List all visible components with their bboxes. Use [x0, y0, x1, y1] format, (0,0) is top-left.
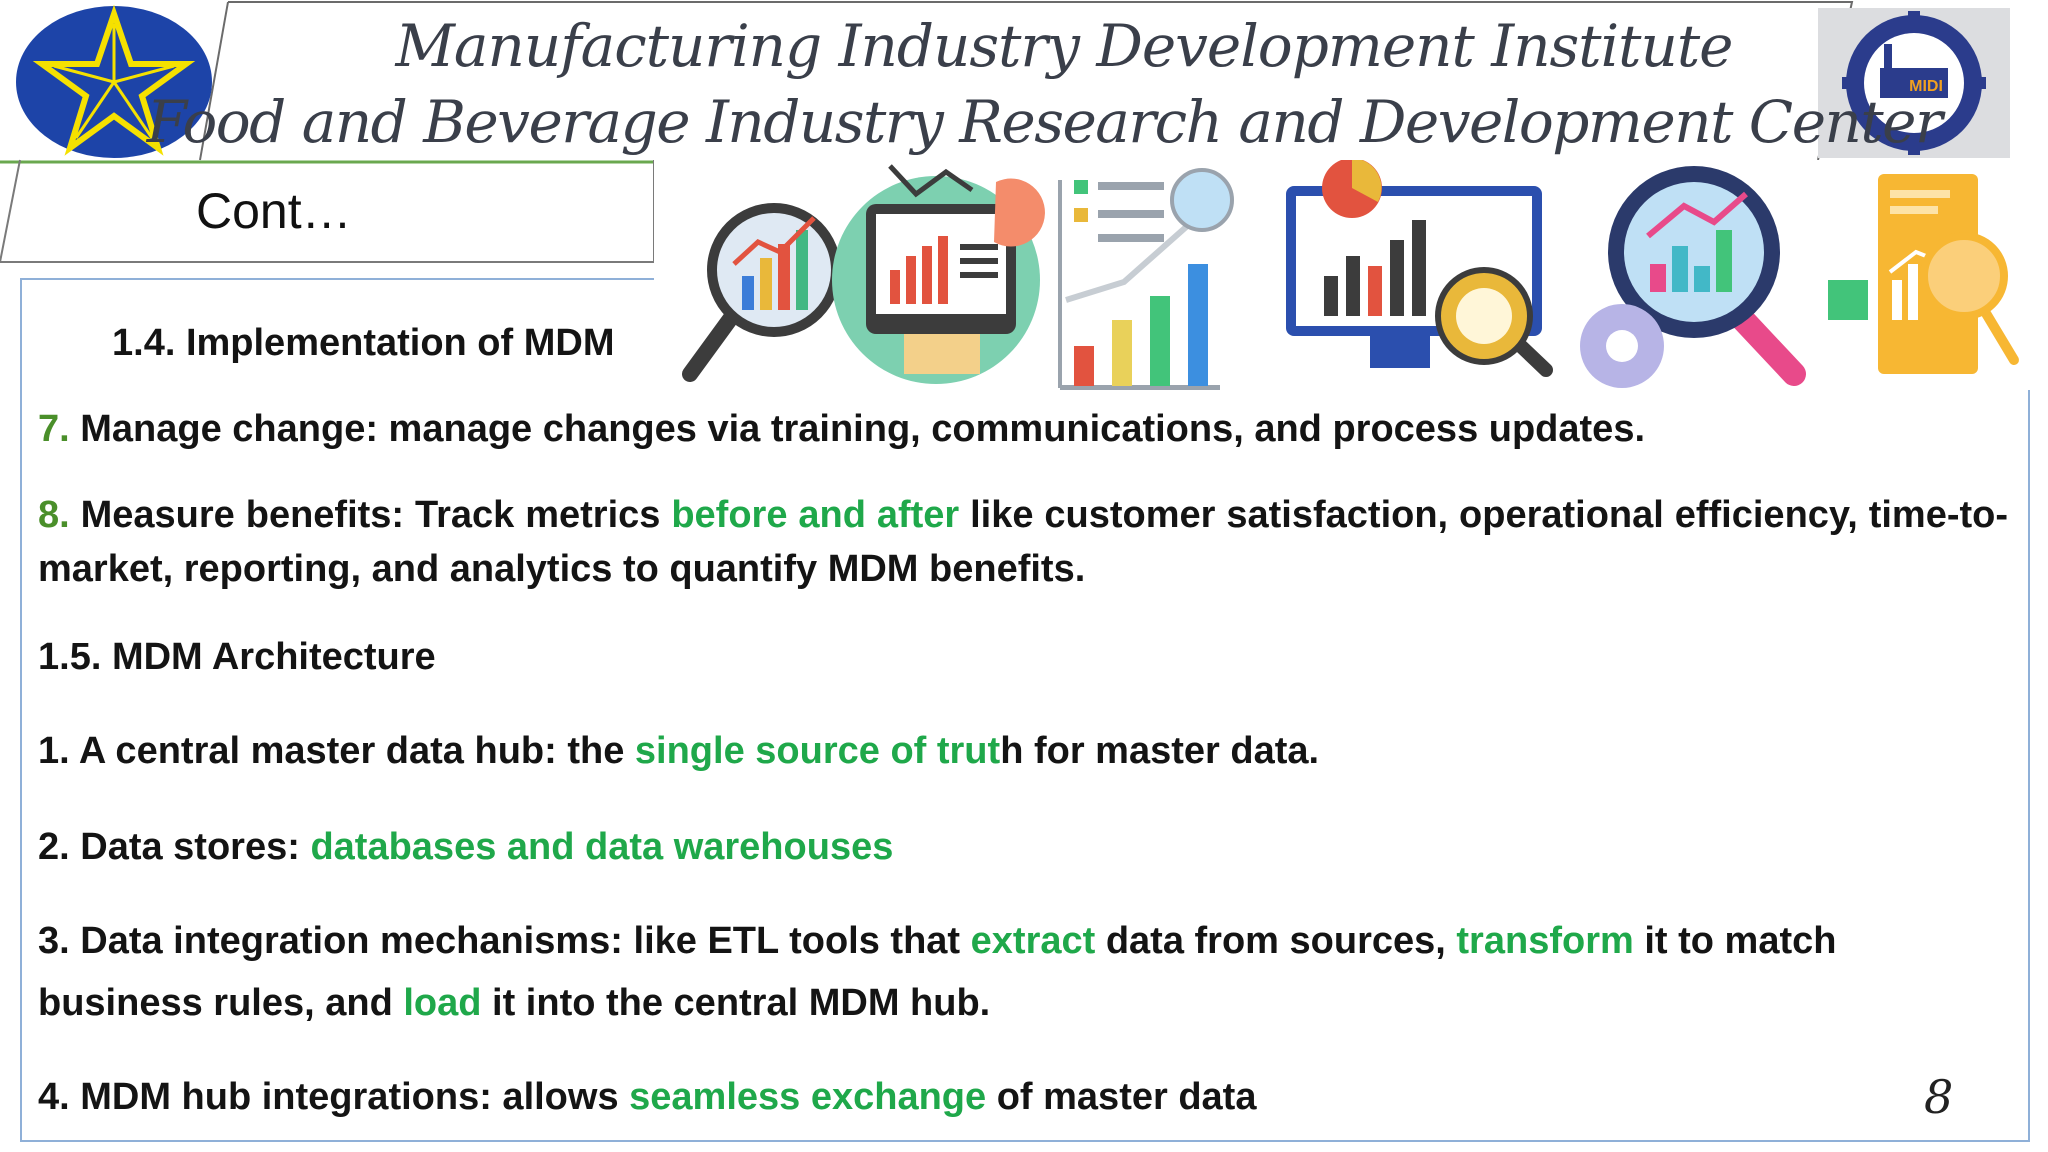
midi-logo-text: MIDI	[1909, 78, 1943, 95]
item-7-text: : manage changes via training, communica…	[365, 408, 1646, 450]
monitor-dashboard-icon	[832, 164, 1045, 384]
arch-item-3-line2: business rules, and load it into the cen…	[38, 982, 990, 1025]
illustration-strip	[654, 160, 2048, 390]
arch-item-3-line1: 3. Data integration mechanisms: like ETL…	[38, 920, 1836, 963]
section-label: Cont…	[196, 183, 352, 239]
subheading: 1.4. Implementation of MDM	[112, 322, 615, 364]
item-8-text-a: : Track metrics	[391, 494, 672, 536]
arch-item-3-highlight-transform: transform	[1456, 920, 1634, 962]
ethiopian-emblem-icon	[16, 4, 212, 158]
item-7-number: 7.	[38, 408, 70, 450]
item-8-term: Measure benefits	[80, 494, 392, 536]
monitor-pie-magnifier-icon	[1286, 160, 1553, 377]
arch-item-2-text: :	[287, 826, 311, 868]
arch-item-3-text-c: it to match	[1633, 920, 1837, 962]
arch-item-2-term: 2. Data stores	[38, 826, 288, 868]
page-number: 8	[1924, 1070, 1954, 1124]
item-8: 8. Measure benefits: Track metrics befor…	[38, 488, 2008, 596]
arch-item-3-highlight-load: load	[403, 982, 482, 1024]
center-title: Food and Beverage Industry Research and …	[146, 88, 1943, 156]
item-8-text-b: like customer satisfaction, operational …	[38, 494, 2009, 590]
arch-item-1-text-a: : the	[544, 730, 635, 772]
arch-item-4: 4. MDM hub integrations: allows seamless…	[38, 1076, 1256, 1119]
report-document-icon	[1878, 174, 2019, 374]
arch-item-4-text-b: of master data	[986, 1076, 1257, 1118]
architecture-heading: 1.5. MDM Architecture	[38, 636, 436, 678]
arch-item-3-term: 3. Data integration mechanisms	[38, 920, 611, 962]
item-8-highlight: before and after	[671, 494, 960, 536]
analytics-gear-icon	[1580, 166, 1868, 388]
arch-item-1: 1. A central master data hub: the single…	[38, 730, 1319, 773]
arch-item-3-highlight-extract: extract	[970, 920, 1096, 962]
arch-item-3-text-e: it into the central MDM hub.	[481, 982, 991, 1024]
arch-item-4-highlight: seamless exchange	[629, 1076, 987, 1118]
institute-title: Manufacturing Industry Development Insti…	[395, 12, 1734, 80]
arch-item-3-text-b: data from sources,	[1095, 920, 1457, 962]
item-8-number: 8.	[38, 494, 70, 536]
arch-item-2: 2. Data stores: databases and data wareh…	[38, 826, 893, 869]
arch-item-1-term: 1. A central master data hub	[38, 730, 545, 772]
arch-item-2-highlight: databases and data warehouses	[310, 826, 894, 868]
arch-item-4-text-a: : allows	[479, 1076, 630, 1118]
arch-item-4-term: 4. MDM hub integrations	[38, 1076, 480, 1118]
growth-chart-icon	[1058, 168, 1234, 390]
arch-item-1-highlight: single source of trut	[634, 730, 1001, 772]
arch-item-1-text-b: h for master data.	[1000, 730, 1320, 772]
item-7-term: Manage change	[80, 408, 366, 450]
arch-item-3-text-a: : like ETL tools that	[610, 920, 971, 962]
item-7: 7. Manage change: manage changes via tra…	[38, 408, 1645, 451]
midi-logo-icon: MIDI	[1818, 8, 2010, 158]
arch-item-3-text-d: business rules, and	[38, 982, 404, 1024]
